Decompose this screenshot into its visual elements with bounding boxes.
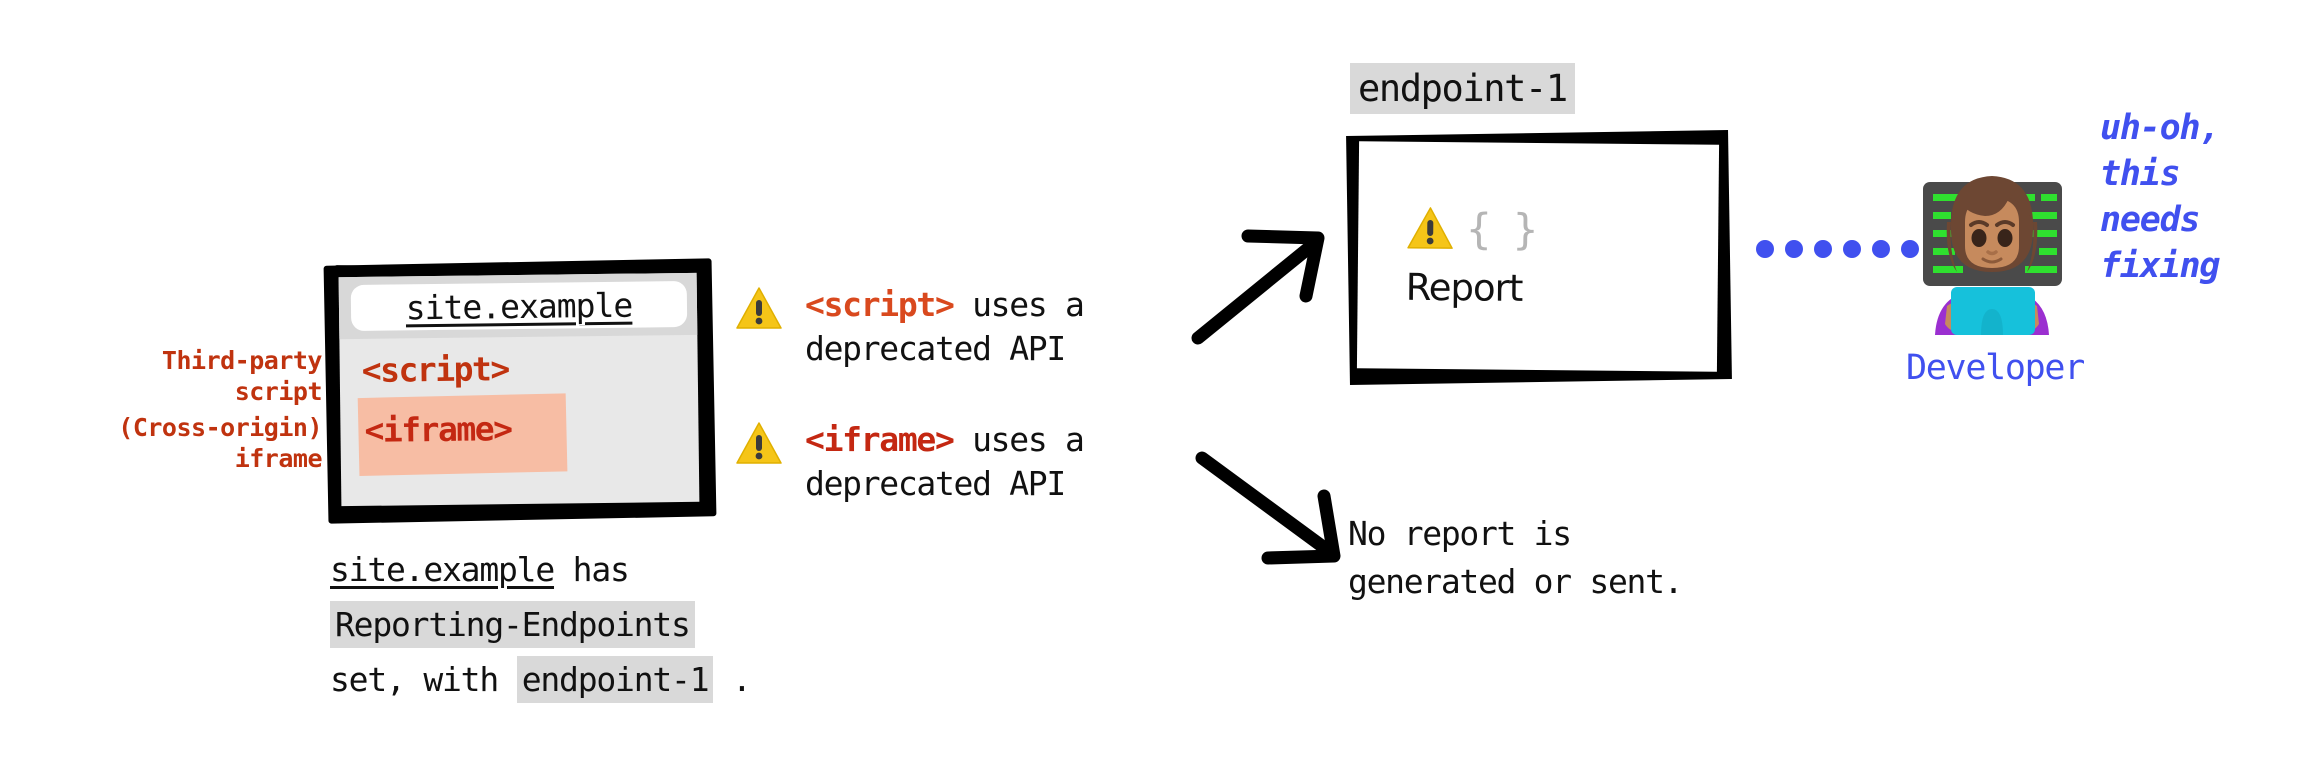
warning-icon: [736, 422, 782, 464]
warning-text-script-line1: <script> uses a: [805, 283, 1085, 327]
warning-text-iframe-line1: <iframe> uses a: [805, 418, 1085, 462]
arrow-down-right: [1195, 451, 1341, 565]
browser-toolbar: site.example: [338, 272, 698, 340]
warning-tag-script: <script>: [805, 285, 955, 324]
caption-set-with: set, with: [330, 660, 517, 699]
browser-caption: site.example has Reporting-Endpoints set…: [330, 542, 890, 707]
connector-dot: [1901, 240, 1919, 258]
warning-rest-iframe: uses a: [953, 420, 1085, 459]
caption-endpoint-chip: endpoint-1: [516, 656, 714, 703]
caption-header-name: Reporting-Endpoints: [330, 601, 695, 648]
caption-line-2: Reporting-Endpoints: [330, 597, 890, 652]
no-report-message: No report is generated or sent.: [1348, 514, 1684, 601]
warning-icon: [1407, 207, 1453, 249]
developer-emoji-icon: [1923, 176, 2062, 335]
caption-site-name: site.example: [330, 550, 555, 589]
annotation-cross-origin-iframe: (Cross-origin) iframe: [40, 412, 322, 474]
connector-dot: [1785, 240, 1803, 258]
warning-text-iframe-line2: deprecated API: [805, 464, 1066, 503]
endpoint-card-body: { } Report: [1356, 141, 1720, 372]
developer-speech: uh-oh, this needs fixing: [2100, 108, 2220, 286]
warning-text-iframe: <iframe> uses a deprecated API: [805, 418, 1085, 506]
address-bar[interactable]: site.example: [350, 280, 688, 332]
warning-tag-iframe: <iframe>: [805, 420, 955, 459]
connector-dot: [1843, 240, 1861, 258]
warning-rest-script: uses a: [953, 285, 1085, 324]
connector-dot: [1814, 240, 1832, 258]
annotation-third-party-script-line1: Third-party script: [161, 346, 323, 406]
json-braces-icon: { }: [1466, 204, 1537, 254]
connector-dot: [1756, 240, 1774, 258]
report-label: Report: [1405, 265, 1523, 310]
caption-line-3: set, with endpoint-1 .: [330, 652, 890, 707]
warning-text-script: <script> uses a deprecated API: [805, 283, 1085, 371]
endpoint-label: endpoint-1: [1350, 63, 1575, 114]
caption-has: has: [554, 550, 630, 589]
arrow-up-right: [1191, 229, 1325, 345]
browser-window-mock: site.example <script> <iframe>: [323, 258, 717, 524]
page-iframe-tag: <iframe>: [364, 409, 512, 450]
warning-text-script-line2: deprecated API: [805, 329, 1066, 368]
annotation-cross-origin-iframe-line1: (Cross-origin) iframe: [118, 413, 322, 473]
connector-dot: [1872, 240, 1890, 258]
page-script-tag: <script>: [361, 349, 509, 390]
endpoint-report-card: { } Report: [1346, 130, 1732, 385]
address-bar-url: site.example: [405, 285, 633, 327]
developer-label: Developer: [1906, 348, 2085, 388]
warning-icon: [736, 287, 782, 329]
dotted-connector: [1756, 240, 1919, 258]
caption-line-1: site.example has: [330, 542, 890, 597]
browser-viewport: site.example <script> <iframe>: [338, 272, 700, 507]
report-icon-group: { }: [1406, 204, 1537, 254]
annotation-third-party-script: Third-party script: [60, 345, 323, 407]
caption-period: .: [713, 660, 752, 699]
